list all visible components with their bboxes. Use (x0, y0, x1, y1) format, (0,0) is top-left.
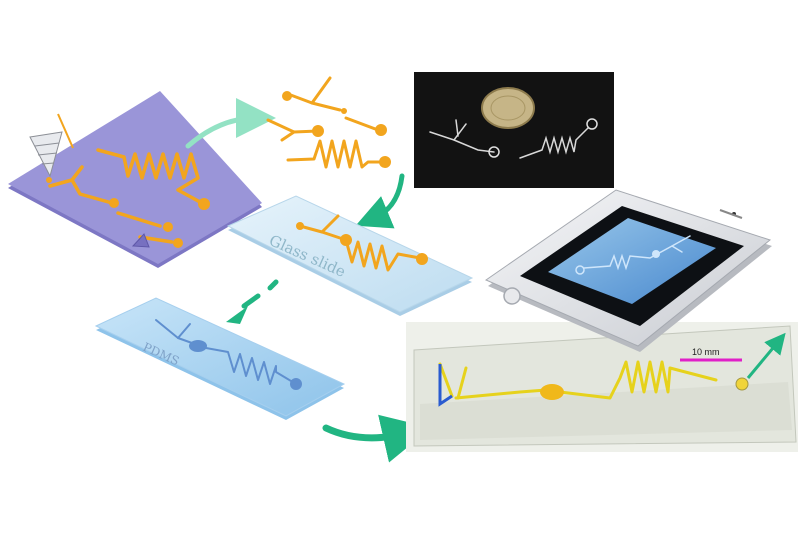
scale-bar-label: 10 mm (692, 347, 720, 357)
smartphone-icon (484, 189, 772, 352)
arrow-print-to-pieces (185, 98, 276, 149)
glass-slide-panel: Glass slide (226, 195, 474, 316)
reservoir-dots (109, 198, 210, 248)
pdms-chip-panel: PDMS (94, 297, 346, 420)
pipette-icon (29, 113, 74, 183)
phone-home-button-icon (503, 287, 521, 305)
coin-icon (481, 87, 535, 129)
piece-reservoirs (282, 91, 391, 168)
arrow-to-glass-slide (355, 173, 405, 229)
arrow-dashed-to-pdms (226, 279, 279, 324)
real-chip-photo: 10 mm (406, 322, 798, 452)
arrow-to-real-chip (322, 414, 432, 463)
photo-coin-chip (414, 72, 614, 188)
triangle-logo-icon (131, 233, 150, 248)
printed-pieces (266, 76, 384, 169)
